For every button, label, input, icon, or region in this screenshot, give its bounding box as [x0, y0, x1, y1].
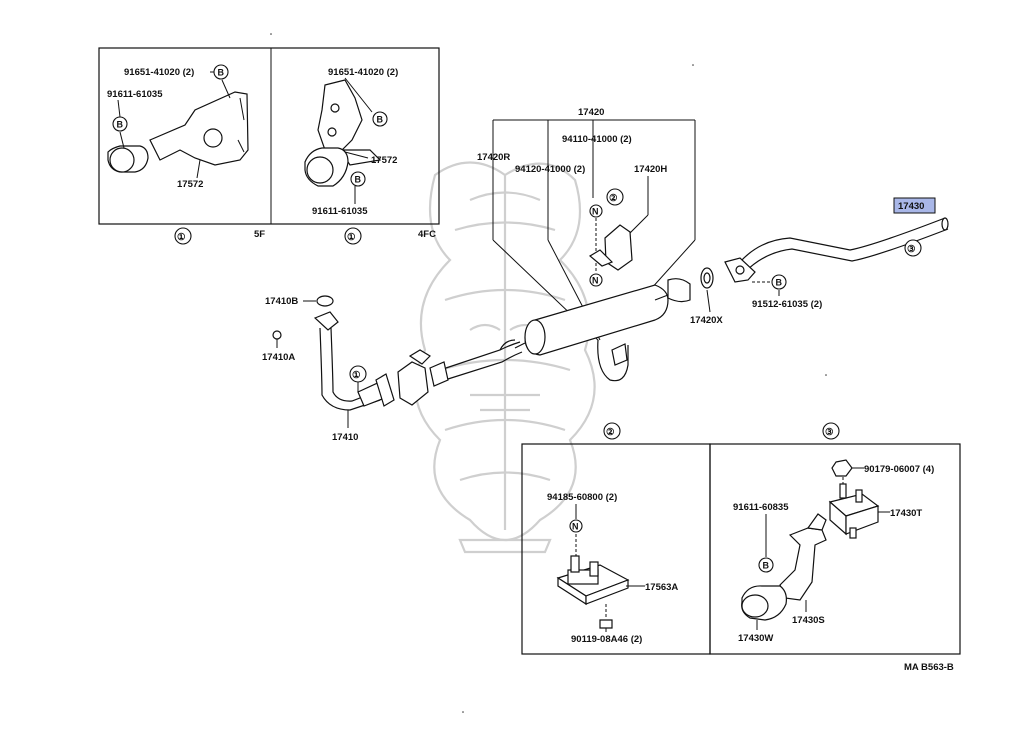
leader-4fc-bracket	[344, 151, 369, 159]
gasket-17410b-drawing	[316, 295, 334, 307]
leader-17420x	[706, 289, 711, 313]
label-17420r: 17420R	[477, 152, 510, 163]
badge-n-text: N	[572, 522, 579, 532]
bolt-badge-icon	[758, 557, 774, 573]
label-94120-41000: 94120-41000 (2)	[515, 164, 585, 175]
label-91651-41020-4fc: 91651-41020 (2)	[328, 67, 398, 78]
label-17420h: 17420H	[634, 164, 667, 175]
detail-box-3	[709, 443, 961, 655]
highlight-17430	[893, 197, 936, 214]
detail3-title-icon	[822, 422, 840, 440]
label-17430t: 17430T	[890, 508, 922, 519]
nut-badge-icon	[112, 116, 128, 132]
label-17420x: 17420X	[690, 315, 723, 326]
muffler-drawing	[514, 278, 691, 356]
detail2-title: ②	[606, 427, 615, 438]
drawing-code: MA B563-B	[904, 662, 954, 673]
callout-3-tail-text: ③	[907, 244, 916, 255]
gasket-17420x-drawing	[700, 267, 714, 289]
callout-1-5f-text: ①	[177, 232, 186, 243]
label-17410b: 17410B	[265, 296, 298, 307]
badge-b-text: B	[355, 175, 362, 185]
callout-1-5f	[174, 227, 192, 245]
muffler-bracket-lines	[492, 119, 696, 343]
muffler-hanger-drawing: N N	[588, 204, 633, 382]
leader-4fc-bolt	[344, 77, 373, 113]
badge-b-text: B	[377, 115, 384, 125]
label-17563a: 17563A	[645, 582, 678, 593]
nut-badge-icon	[350, 171, 366, 187]
bracket-4fc-drawing	[304, 79, 382, 187]
label-17410: 17410	[332, 432, 358, 443]
label-17430s: 17430S	[792, 615, 825, 626]
label-91611-61035-5f: 91611-61035	[107, 89, 163, 100]
nut-90179-drawing	[831, 459, 853, 477]
label-17572-4fc: 17572	[371, 155, 397, 166]
front-pipe-drawing	[313, 311, 523, 411]
nut-badge-icon	[569, 519, 583, 533]
badge-b-text: B	[117, 120, 124, 130]
bolt-badge-icon	[372, 111, 388, 127]
label-94110-41000: 94110-41000 (2)	[562, 134, 632, 145]
leader-5f-nut	[119, 131, 125, 149]
leader-5f-bracket	[196, 159, 201, 179]
variant-5f-label: 5F	[254, 229, 265, 240]
callout-1-4fc	[344, 227, 362, 245]
leader-17420h-2	[627, 214, 649, 236]
speck	[825, 374, 827, 376]
detail-box-2	[521, 443, 711, 655]
badge-b-text: B	[776, 278, 783, 288]
tail-pipe-drawing	[724, 217, 949, 283]
nut-17410a-drawing	[272, 330, 282, 340]
callout-1-4fc-text: ①	[347, 232, 356, 243]
variant-4fc-label: 4FC	[418, 229, 436, 240]
detail3-title: ③	[825, 427, 834, 438]
label-90179-06007: 90179-06007 (4)	[864, 464, 934, 475]
speck	[462, 711, 464, 713]
support-17563a-drawing	[556, 555, 630, 606]
bracket-17430s-drawing	[741, 513, 827, 621]
label-91651-41020-5f: 91651-41020 (2)	[124, 67, 194, 78]
speck	[270, 33, 272, 35]
bolt-badge-icon	[213, 64, 229, 80]
label-17430w: 17430W	[738, 633, 773, 644]
label-91512-61035: 91512-61035 (2)	[752, 299, 822, 310]
callout-1-front-text: ①	[352, 370, 361, 381]
insulator-17430t-drawing	[828, 483, 880, 539]
svg-text:N: N	[592, 207, 599, 217]
callout-2-muffler-text: ②	[609, 193, 618, 204]
speck	[692, 64, 694, 66]
leader-5f-nut-top	[117, 99, 121, 118]
label-90119-08a46: 90119-08A46 (2)	[571, 634, 642, 645]
label-91611-60835: 91611-60835	[733, 502, 789, 513]
label-17430: 17430	[898, 201, 924, 212]
badge-b-text: B	[218, 68, 225, 78]
detail-box-5f-4fc	[98, 47, 440, 225]
label-91611-61035-4fc: 91611-61035	[312, 206, 368, 217]
bolt-90119-drawing	[599, 619, 613, 629]
badge-b-text: B	[763, 561, 770, 571]
bracket-5f-drawing	[107, 91, 249, 173]
watermark-emblem	[414, 161, 596, 554]
label-17420: 17420	[578, 107, 604, 118]
bolt-badge-icon	[771, 274, 787, 290]
leader-5f-bolt-2	[221, 79, 231, 99]
svg-text:N: N	[592, 276, 599, 286]
callout-3-tail	[904, 239, 922, 257]
detail2-title-icon	[603, 422, 621, 440]
label-17410a: 17410A	[262, 352, 295, 363]
callout-2-muffler	[606, 188, 624, 206]
label-17572-5f: 17572	[177, 179, 203, 190]
label-94185-60800: 94185-60800 (2)	[547, 492, 617, 503]
